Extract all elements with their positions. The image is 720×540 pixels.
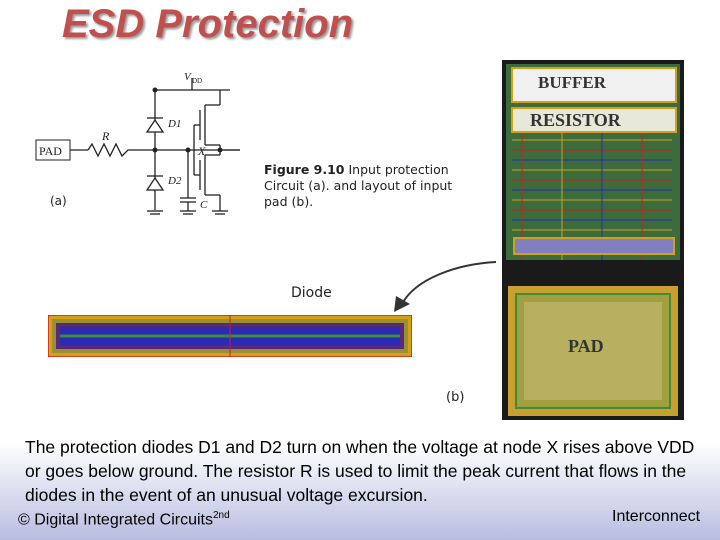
body-text: The protection diodes D1 and D2 turn on … [25,437,695,505]
figure-number: Figure 9.10 [264,162,345,177]
vdd-label: V [184,71,192,83]
footer-edition: 2nd [212,510,230,521]
c-label: C [200,199,208,211]
footer-copyright: © Digital Integrated Circuits [18,511,213,529]
footer-right: Interconnect [612,508,701,525]
pad-layout: BUFFER RESISTOR PAD [502,60,684,420]
pad-label: PAD [39,144,62,158]
resistor-label: RESISTOR [530,110,622,130]
slide-title: ESD Protection [62,2,354,46]
d1-label: D1 [167,118,181,130]
d2-label: D2 [167,175,182,187]
diode-layout [48,315,412,357]
figure-caption: Figure 9.10 Input protection Circuit (a)… [264,162,452,210]
vdd-subscript: DD [192,77,202,85]
diode-label: Diode [291,285,332,301]
arrow-icon [394,261,497,312]
figure-caption-line2: Circuit (a). and layout of input [264,178,453,193]
figure-caption-line1: Input protection [344,162,449,177]
protection-schematic: PAD V DD R D1 D2 X C (a) [35,71,240,215]
figure-caption-line3: pad (b). [264,194,314,209]
buffer-label: BUFFER [538,73,607,92]
sub-b-label: (b) [446,390,465,405]
x-label: X [197,144,206,158]
footer-left: © Digital Integrated Circuits2nd [18,510,230,529]
r-label: R [101,129,110,143]
sub-a-label: (a) [50,194,67,208]
layout-pad-label: PAD [568,336,604,356]
